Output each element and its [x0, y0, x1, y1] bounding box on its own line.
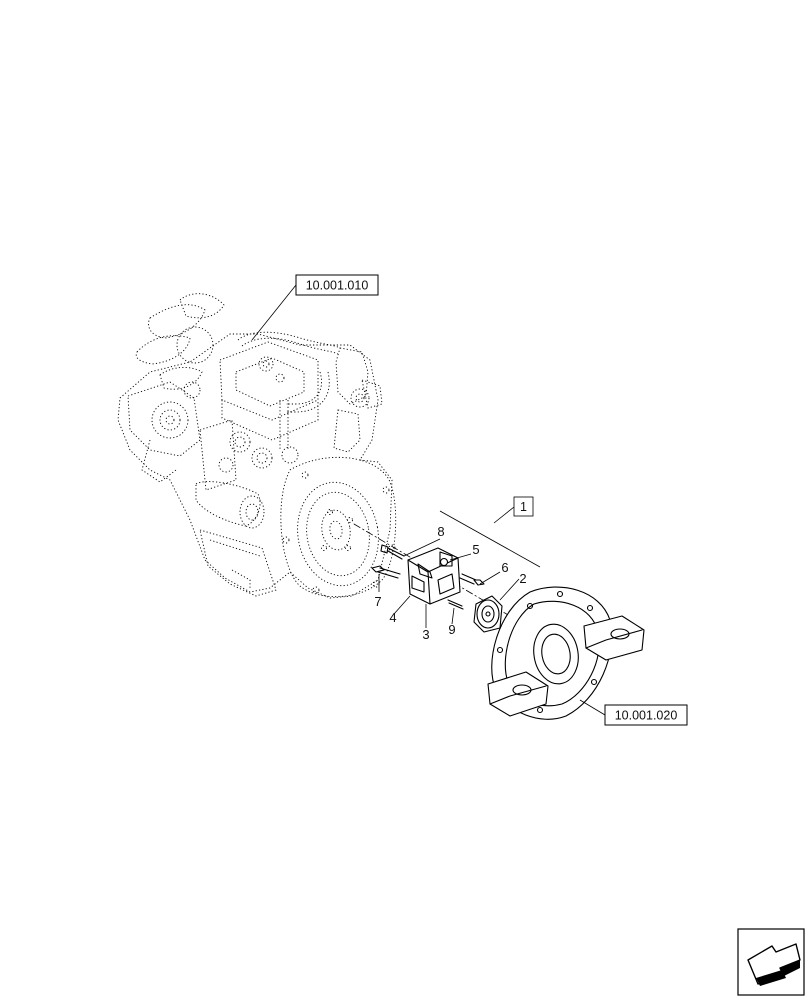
callout-9: 9 [448, 622, 455, 637]
reference-label-top: 10.001.010 [306, 279, 369, 293]
reference-box-bottom[interactable]: 10.001.020 [604, 704, 688, 726]
mounting-flange [487, 586, 645, 720]
callout-5: 5 [472, 542, 479, 557]
group-label: 1 [520, 500, 527, 514]
bolt-part-8 [380, 544, 405, 560]
pin-part-9 [447, 599, 464, 610]
callout-7: 7 [374, 594, 381, 609]
coupling-parts [353, 523, 645, 720]
leader-lines [251, 284, 606, 716]
reference-label-bottom: 10.001.020 [615, 709, 678, 723]
callout-3: 3 [422, 627, 429, 642]
callout-numbers: 8 5 6 2 7 4 3 9 [374, 524, 526, 642]
callout-4: 4 [389, 610, 396, 625]
hub-part-2 [473, 595, 503, 633]
callout-8: 8 [437, 524, 444, 539]
bolt-part-7 [371, 565, 401, 579]
arrow-navigation-icon[interactable] [737, 928, 805, 996]
group-label-box: 1 [513, 496, 534, 517]
fan-blades [135, 293, 225, 390]
coupling-element [407, 547, 461, 605]
engine-assembly [117, 293, 397, 599]
callout-2: 2 [519, 571, 526, 586]
callout-6: 6 [501, 560, 508, 575]
reference-box-top[interactable]: 10.001.010 [295, 274, 379, 296]
bolt-part-6 [459, 573, 485, 586]
